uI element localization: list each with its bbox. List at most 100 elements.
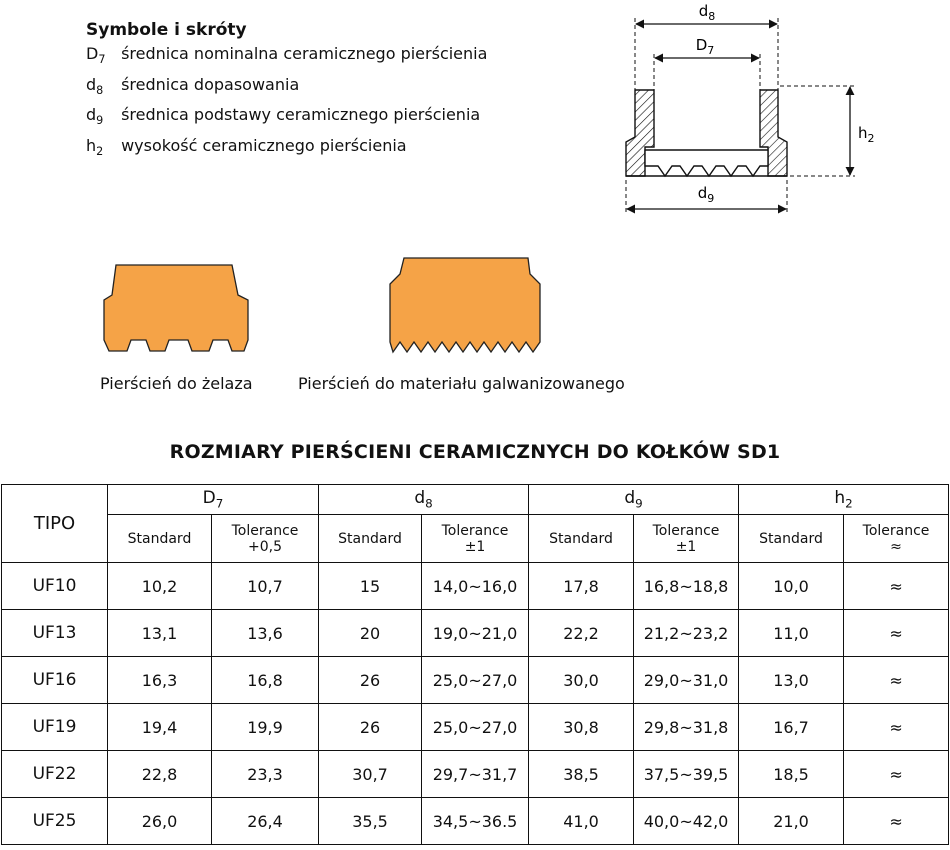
h2-tolerance-cell: ≈ bbox=[843, 703, 950, 751]
tipo-header: TIPO bbox=[1, 484, 108, 563]
d7-standard-cell: 26,0 bbox=[107, 797, 212, 845]
group-header-d8: d8 bbox=[318, 484, 530, 515]
label-d8: d8 bbox=[699, 2, 716, 23]
d9-standard-cell: 30,0 bbox=[528, 656, 635, 704]
d8-standard-cell: 26 bbox=[318, 656, 423, 704]
d8-tolerance-cell: 25,0~27,0 bbox=[421, 703, 530, 751]
tipo-cell: UF22 bbox=[1, 750, 108, 798]
d7-tolerance-cell: 10,7 bbox=[210, 562, 320, 610]
d8-tolerance-cell: 19,0~21,0 bbox=[421, 609, 530, 657]
h2-standard-cell: 21,0 bbox=[738, 797, 845, 845]
d7-tolerance-cell: 13,6 bbox=[210, 609, 320, 657]
tipo-cell: UF25 bbox=[1, 797, 108, 845]
symbol-row-h2: h2 wysokość ceramicznego pierścienia bbox=[86, 134, 487, 165]
d7-standard-cell: 22,8 bbox=[107, 750, 212, 798]
symbol-code: D7 bbox=[86, 44, 106, 67]
sub-header-row: Standard Tolerance+0,5 Standard Toleranc… bbox=[2, 514, 950, 563]
symbol-description: wysokość ceramicznego pierścienia bbox=[121, 136, 407, 156]
d7-standard-cell: 19,4 bbox=[107, 703, 212, 751]
symbol-description: średnica dopasowania bbox=[121, 74, 300, 94]
d8-tolerance-cell: 25,0~27,0 bbox=[421, 656, 530, 704]
h2-tolerance-cell: ≈ bbox=[843, 797, 950, 845]
d7-tolerance-cell: 16,8 bbox=[210, 656, 320, 704]
d7-standard-cell: 13,1 bbox=[107, 609, 212, 657]
group-header-D7: D7 bbox=[106, 484, 320, 515]
h2-standard-cell: 11,0 bbox=[738, 609, 845, 657]
symbol-row-d8: d8 średnica dopasowania bbox=[86, 73, 487, 104]
d9-tolerance-cell: 40,0~42,0 bbox=[633, 797, 740, 845]
d9-standard-cell: 22,2 bbox=[528, 609, 635, 657]
d7-tolerance-cell: 23,3 bbox=[210, 750, 320, 798]
galvanized-ring-label: Pierścień do materiału galwanizowanego bbox=[298, 374, 625, 393]
standard-header: Standard bbox=[738, 514, 845, 563]
galvanized-ring-illustration bbox=[389, 257, 541, 354]
d7-standard-cell: 10,2 bbox=[107, 562, 212, 610]
standard-header: Standard bbox=[528, 514, 635, 563]
iron-ring-label: Pierścień do żelaza bbox=[100, 374, 253, 393]
h2-standard-cell: 16,7 bbox=[738, 703, 845, 751]
d9-tolerance-cell: 37,5~39,5 bbox=[633, 750, 740, 798]
h2-tolerance-cell: ≈ bbox=[843, 656, 950, 704]
tolerance-header: Tolerance±1 bbox=[633, 514, 740, 563]
d9-standard-cell: 30,8 bbox=[528, 703, 635, 751]
table-title: ROZMIARY PIERŚCIENI CERAMICZNYCH DO KOŁK… bbox=[169, 441, 781, 463]
ring-cross-section-diagram: d8 D7 h2 d9 bbox=[625, 2, 875, 214]
sizes-table: TIPO D7 d8 d9 h2 Standard Tolerance+0,5 … bbox=[1, 484, 950, 845]
d8-tolerance-cell: 29,7~31,7 bbox=[421, 750, 530, 798]
symbol-row-d7: D7 średnica nominalna ceramicznego pierś… bbox=[86, 42, 487, 73]
tipo-cell: UF16 bbox=[1, 656, 108, 704]
d8-standard-cell: 35,5 bbox=[318, 797, 423, 845]
label-d9: d9 bbox=[698, 184, 715, 205]
symbol-code: d9 bbox=[86, 105, 104, 128]
d8-tolerance-cell: 14,0~16,0 bbox=[421, 562, 530, 610]
symbol-code: d8 bbox=[86, 74, 104, 97]
h2-standard-cell: 10,0 bbox=[738, 562, 845, 610]
d7-standard-cell: 16,3 bbox=[107, 656, 212, 704]
symbol-row-d9: d9 średnica podstawy ceramicznego pierśc… bbox=[86, 103, 487, 134]
symbol-code: h2 bbox=[86, 136, 104, 159]
h2-standard-cell: 13,0 bbox=[738, 656, 845, 704]
tipo-cell: UF10 bbox=[1, 562, 108, 610]
group-header-h2: h2 bbox=[738, 484, 950, 515]
group-header-d9: d9 bbox=[528, 484, 740, 515]
d8-standard-cell: 26 bbox=[318, 703, 423, 751]
d8-standard-cell: 30,7 bbox=[318, 750, 423, 798]
standard-header: Standard bbox=[318, 514, 423, 563]
d9-tolerance-cell: 29,8~31,8 bbox=[633, 703, 740, 751]
tipo-cell: UF13 bbox=[1, 609, 108, 657]
d9-tolerance-cell: 29,0~31,0 bbox=[633, 656, 740, 704]
h2-standard-cell: 18,5 bbox=[738, 750, 845, 798]
d9-tolerance-cell: 21,2~23,2 bbox=[633, 609, 740, 657]
group-header-row: TIPO D7 d8 d9 h2 bbox=[1, 484, 950, 563]
tolerance-header: Tolerance+0,5 bbox=[210, 514, 320, 563]
iron-ring-illustration bbox=[103, 264, 249, 352]
d8-standard-cell: 20 bbox=[318, 609, 423, 657]
tolerance-header: Tolerance≈ bbox=[843, 514, 950, 563]
label-h2: h2 bbox=[858, 124, 875, 145]
d8-standard-cell: 15 bbox=[318, 562, 423, 610]
symbol-description: średnica nominalna ceramicznego pierście… bbox=[121, 44, 488, 63]
standard-header: Standard bbox=[107, 514, 212, 563]
label-D7: D7 bbox=[696, 36, 715, 57]
h2-tolerance-cell: ≈ bbox=[843, 562, 950, 610]
d9-standard-cell: 38,5 bbox=[528, 750, 635, 798]
d7-tolerance-cell: 19,9 bbox=[210, 703, 320, 751]
d8-tolerance-cell: 34,5~36.5 bbox=[421, 797, 530, 845]
symbols-title: Symbole i skróty bbox=[86, 20, 247, 40]
tolerance-header: Tolerance±1 bbox=[421, 514, 530, 563]
d9-tolerance-cell: 16,8~18,8 bbox=[633, 562, 740, 610]
symbol-description: średnica podstawy ceramicznego pierścien… bbox=[121, 105, 481, 125]
d9-standard-cell: 41,0 bbox=[528, 797, 635, 845]
h2-tolerance-cell: ≈ bbox=[843, 750, 950, 798]
tipo-cell: UF19 bbox=[1, 703, 108, 751]
symbols-legend: Symbole i skróty D7 średnica nominalna c… bbox=[86, 20, 487, 165]
d7-tolerance-cell: 26,4 bbox=[210, 797, 320, 845]
d9-standard-cell: 17,8 bbox=[528, 562, 635, 610]
